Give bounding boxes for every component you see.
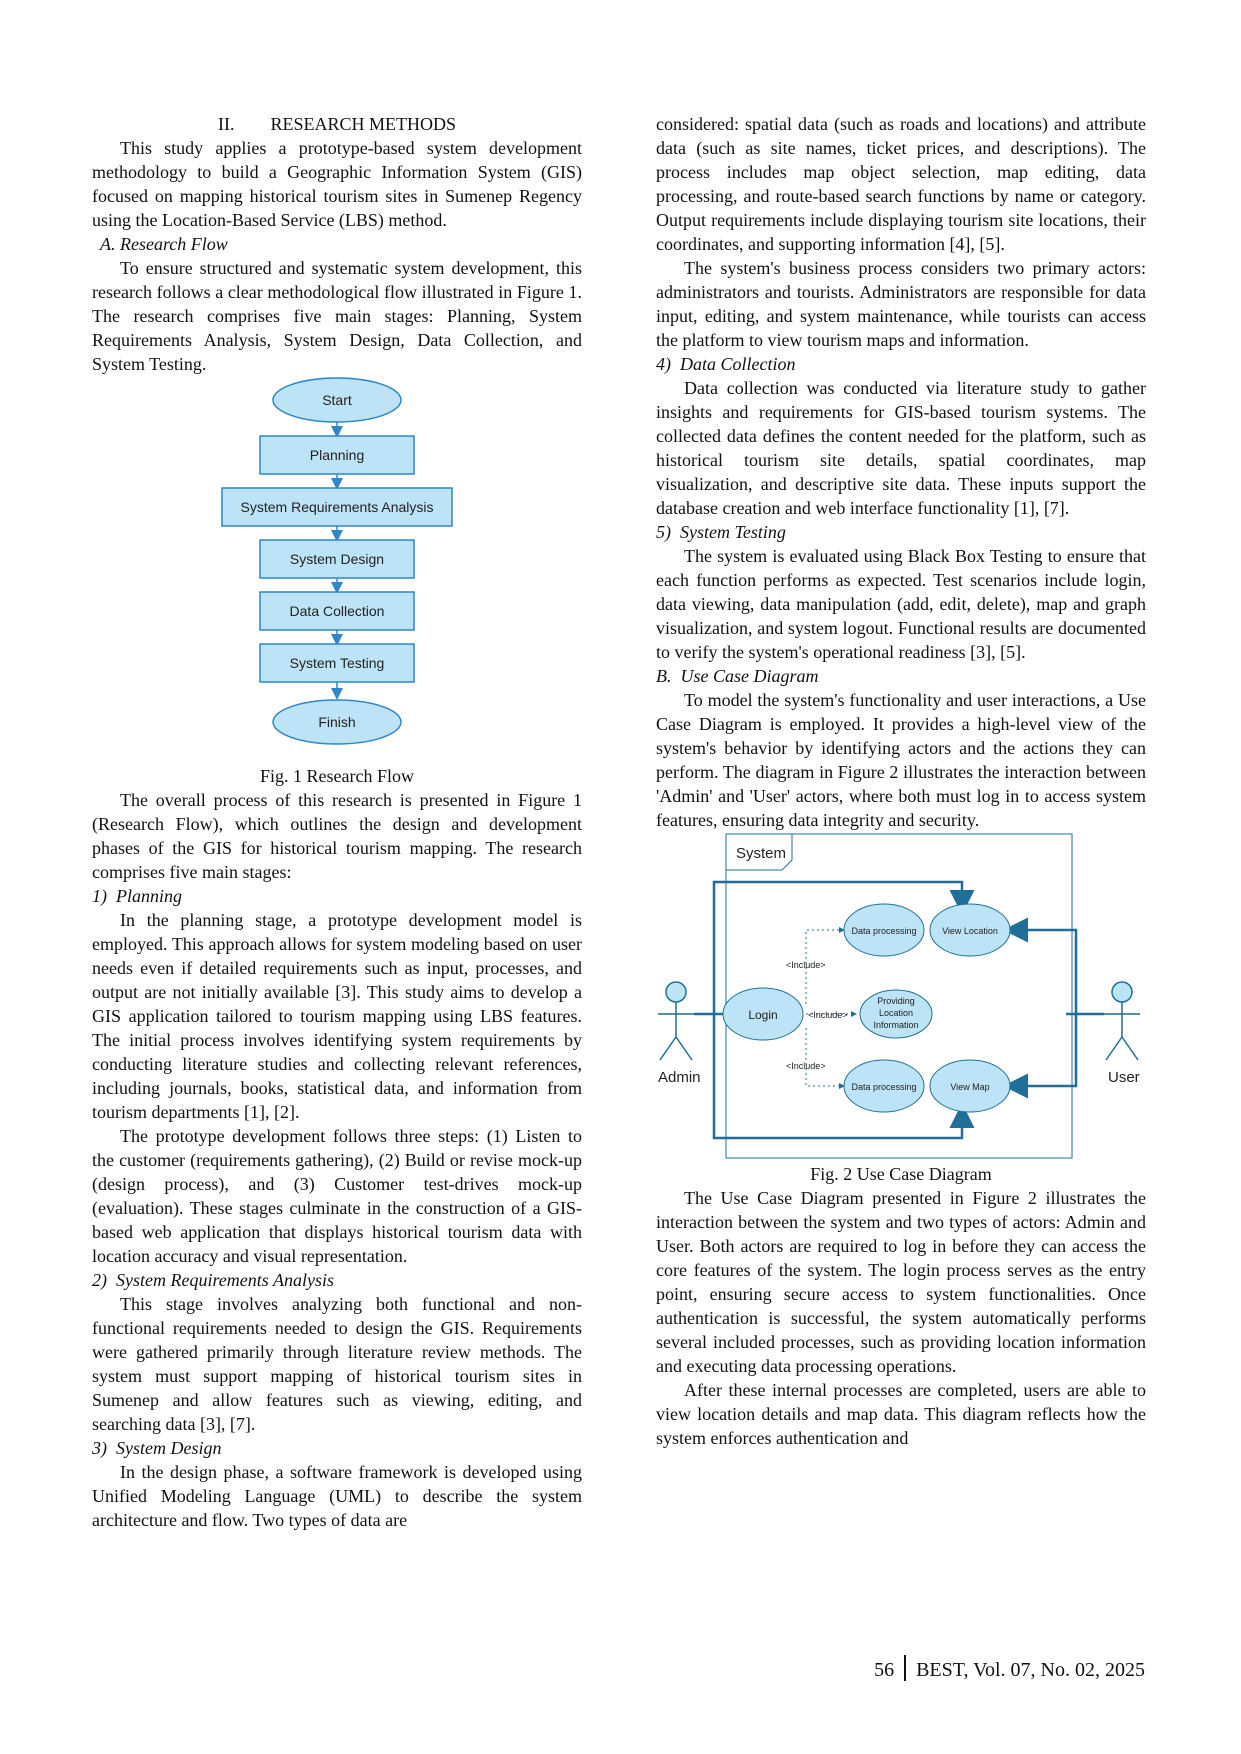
heading-planning: 1) Planning <box>92 886 182 906</box>
requirements-analysis-paragraph: This stage involves analyzing both funct… <box>92 1294 582 1434</box>
actor-admin <box>658 981 694 1061</box>
usecase-providing-line1: Providing <box>877 996 915 1006</box>
usecase-view-map-label: View Map <box>950 1082 989 1092</box>
usecase-data-processing-bottom-label: Data processing <box>851 1082 916 1092</box>
right-column: considered: spatial data (such as roads … <box>656 112 1146 1450</box>
flow-step-data-collection-label: Data Collection <box>290 603 385 619</box>
usecase-providing-line3: Information <box>873 1020 918 1030</box>
figure-2-caption: Fig. 2 Use Case Diagram <box>810 1164 992 1184</box>
usecase-view-map <box>929 1059 1011 1113</box>
flow-step-system-testing <box>259 643 415 683</box>
usecase-data-processing-top <box>843 903 925 957</box>
continued-paragraph: considered: spatial data (such as roads … <box>656 114 1146 254</box>
include-label-middle: <Include> <box>808 1010 848 1020</box>
figure-1-research-flow: Start Planning System Requirements Analy… <box>221 377 453 745</box>
system-boundary <box>725 833 1073 1159</box>
system-design-paragraph: In the design phase, a software framewor… <box>92 1462 582 1530</box>
after-processes-paragraph: After these internal processes are compl… <box>656 1380 1146 1448</box>
usecase-login-label: Login <box>748 1008 777 1022</box>
use-case-paragraph: To model the system's functionality and … <box>656 690 1146 830</box>
left-column: II. RESEARCH METHODS This study applies … <box>92 112 582 1532</box>
overall-process-paragraph: The overall process of this research is … <box>92 790 582 882</box>
planning-paragraph: In the planning stage, a prototype devel… <box>92 910 582 1122</box>
flow-finish-node <box>272 699 402 745</box>
usecase-data-processing-bottom <box>843 1059 925 1113</box>
flow-step-system-design <box>259 539 415 579</box>
subsection-heading-use-case: B. Use Case Diagram <box>656 666 819 686</box>
heading-data-collection: 4) Data Collection <box>656 354 796 374</box>
usecase-login <box>722 987 804 1041</box>
usecase-view-location <box>929 903 1011 957</box>
data-collection-paragraph: Data collection was conducted via litera… <box>656 378 1146 518</box>
usecase-data-processing-top-label: Data processing <box>851 926 916 936</box>
flow-step-system-design-label: System Design <box>290 551 384 567</box>
journal-citation: BEST, Vol. 07, No. 02, 2025 <box>916 1659 1145 1681</box>
page-number: 56 <box>874 1659 895 1681</box>
subsection-heading-research-flow: A. Research Flow <box>100 234 228 254</box>
actor-admin-label: Admin <box>658 1069 701 1086</box>
research-flow-paragraph: To ensure structured and systematic syst… <box>92 258 582 374</box>
figure-2-explanation-paragraph: The Use Case Diagram presented in Figure… <box>656 1188 1146 1376</box>
usecase-providing-line2: Location <box>879 1008 913 1018</box>
section-heading: II. RESEARCH METHODS <box>217 114 456 134</box>
flow-step-data-collection <box>259 591 415 631</box>
heading-system-requirements-analysis: 2) System Requirements Analysis <box>92 1270 334 1290</box>
footer-separator <box>904 1655 907 1681</box>
heading-system-testing: 5) System Testing <box>656 522 786 542</box>
system-label-tab <box>725 833 793 871</box>
intro-paragraph: This study applies a prototype-based sys… <box>92 138 582 230</box>
usecase-providing-location-information <box>859 989 933 1039</box>
figure-1-caption: Fig. 1 Research Flow <box>260 766 414 786</box>
actor-user <box>1104 981 1140 1061</box>
system-testing-paragraph: The system is evaluated using Black Box … <box>656 546 1146 662</box>
business-process-paragraph: The system's business process considers … <box>656 258 1146 350</box>
usecase-view-location-label: View Location <box>942 926 998 936</box>
flow-step-requirements-analysis-label: System Requirements Analysis <box>241 499 434 515</box>
include-label-top: <Include> <box>786 960 826 970</box>
flow-start-label: Start <box>322 392 352 408</box>
prototype-paragraph: The prototype development follows three … <box>92 1126 582 1266</box>
page-footer: 56 BEST, Vol. 07, No. 02, 2025 <box>874 1655 1145 1682</box>
figure-2-use-case-diagram: System Admin User <Include> <box>658 833 1140 1159</box>
flow-step-planning-label: Planning <box>310 447 365 463</box>
system-label: System <box>736 845 786 862</box>
include-label-bottom: <Include> <box>786 1061 826 1071</box>
flow-step-planning <box>259 435 415 475</box>
heading-system-design: 3) System Design <box>92 1438 222 1458</box>
flow-step-system-testing-label: System Testing <box>290 655 385 671</box>
flow-finish-label: Finish <box>318 714 355 730</box>
actor-user-label: User <box>1108 1069 1140 1086</box>
